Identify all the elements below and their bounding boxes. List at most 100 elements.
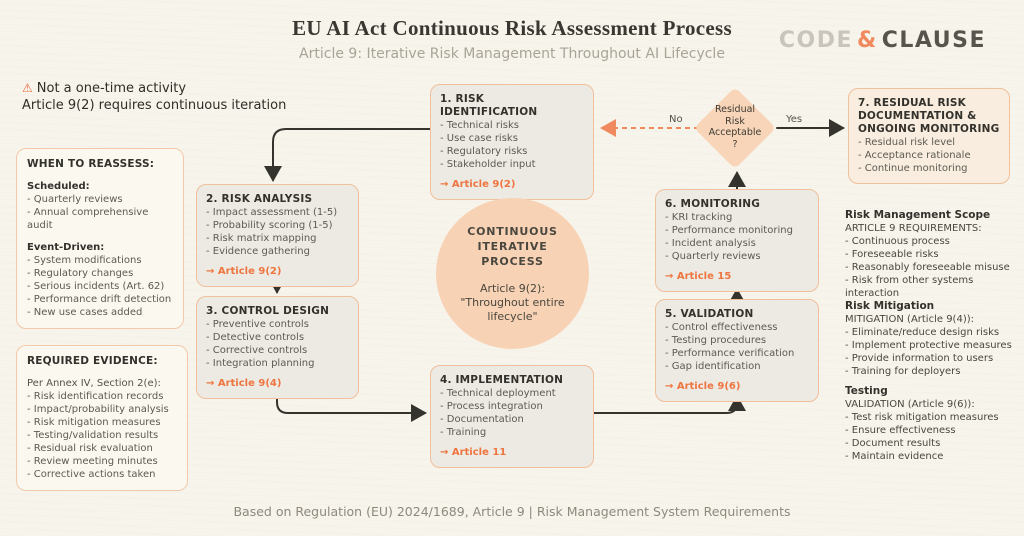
article-reference: → Article 11: [440, 447, 507, 458]
note-heading: Risk Management Scope: [845, 209, 991, 221]
flow-box-title: 7. RESIDUAL RISK DOCUMENTATION & ONGOING…: [858, 97, 1000, 135]
list-item: - Continue monitoring: [858, 163, 968, 174]
flow-box-control-design: 3. CONTROL DESIGN - Preventive controls-…: [196, 296, 359, 399]
list-item: - KRI tracking: [665, 212, 733, 223]
list-item: - Provide information to users: [845, 353, 994, 364]
list-item: - Risk identification records: [27, 391, 164, 402]
list-item: ?: [732, 138, 738, 150]
event-driven-list: - System modifications- Regulatory chang…: [27, 254, 173, 319]
logo-word-clause: CLAUSE: [881, 28, 986, 53]
list-item: - Use case risks: [440, 133, 518, 144]
decision-yes-label: Yes: [786, 114, 803, 125]
list-item: - Gap identification: [665, 361, 761, 372]
note-subheading: ARTICLE 9 REQUIREMENTS:: [845, 223, 982, 234]
list-item: - New use cases added: [27, 307, 143, 318]
list-item: - Technical deployment: [440, 388, 556, 399]
list-item: - Continuous process: [845, 236, 950, 247]
list-item: - Testing/validation results: [27, 430, 159, 441]
flow-box-risk-analysis: 2. RISK ANALYSIS - Impact assessment (1-…: [196, 184, 359, 287]
list-item: - Testing procedures: [665, 335, 767, 346]
header: EU AI Act Continuous Risk Assessment Pro…: [0, 16, 1024, 62]
warning-line-1: ⚠Not a one-time activity: [22, 80, 286, 97]
list-item: - Performance verification: [665, 348, 795, 359]
flow-box-risk-identification: 1. RISK IDENTIFICATION - Technical risks…: [430, 84, 594, 200]
note-heading: Testing: [845, 385, 888, 397]
list-item: - Document results: [845, 438, 941, 449]
list-item: - Control effectiveness: [665, 322, 778, 333]
list-item: - Serious incidents (Art. 62): [27, 281, 165, 292]
list-item: - Training for deployers: [845, 366, 961, 377]
flow-box-title: 6. MONITORING: [665, 198, 761, 210]
list-item: - Acceptance rationale: [858, 150, 971, 161]
note-risk-mitigation: Risk Mitigation MITIGATION (Article 9(4)…: [845, 300, 1020, 378]
circle-quote-line-2: "Throughout entire lifecycle": [460, 295, 565, 323]
list-item: - Annual comprehensive audit: [27, 207, 149, 231]
article-reference: → Article 15: [665, 271, 732, 282]
note-subheading: MITIGATION (Article 9(4)):: [845, 314, 974, 325]
panel-required-evidence: REQUIRED EVIDENCE: Per Annex IV, Section…: [16, 345, 188, 491]
logo-ampersand: &: [857, 28, 878, 53]
list-item: Residual: [714, 104, 756, 115]
warning-icon: ⚠: [22, 81, 33, 95]
flow-box-items: - KRI tracking- Performance monitoring- …: [665, 211, 809, 263]
list-item: - Risk from other systems interaction: [845, 275, 974, 299]
list-item: Acceptable: [708, 127, 762, 138]
list-item: - Regulatory risks: [440, 146, 528, 157]
list-item: - Corrective controls: [206, 345, 308, 356]
panel-title: WHEN TO REASSESS:: [27, 158, 155, 170]
list-item: - Risk matrix mapping: [206, 233, 317, 244]
circle-heading: CONTINUOUS ITERATIVE PROCESS: [467, 224, 558, 268]
list-item: - Review meeting minutes: [27, 456, 158, 467]
note-list: - Continuous process - Foreseeable risks -…: [845, 235, 1020, 300]
flow-box-items: - Technical risks - Use case risks - Regul…: [440, 119, 584, 171]
list-item: - Probability scoring (1-5): [206, 220, 333, 231]
list-item: - Impact assessment (1-5): [206, 207, 338, 218]
list-item: - Evidence gathering: [206, 246, 310, 257]
flow-box-title: 5. VALIDATION: [665, 308, 754, 320]
circle-quote: Article 9(2): "Throughout entire lifecyc…: [460, 282, 566, 324]
list-item: - Foreseeable risks: [845, 249, 939, 260]
event-driven-label: Event-Driven:: [27, 242, 105, 253]
list-item: - Maintain evidence: [845, 451, 944, 462]
panel-title: REQUIRED EVIDENCE:: [27, 355, 158, 367]
note-list: - Test risk mitigation measures - Ensure …: [845, 411, 1020, 463]
note-heading: Risk Mitigation: [845, 300, 935, 312]
list-item: - Detective controls: [206, 332, 305, 343]
list-item: - Implement protective measures: [845, 340, 1012, 351]
list-item: - Residual risk evaluation: [27, 443, 153, 454]
page-subtitle: Article 9: Iterative Risk Management Thr…: [299, 46, 725, 62]
list-item: - Impact/probability analysis: [27, 404, 169, 415]
decision-no-label: No: [669, 114, 683, 125]
list-item: - Corrective actions taken: [27, 469, 156, 480]
arrow-box1-to-box2: [264, 128, 431, 182]
list-item: - Eliminate/reduce design risks: [845, 327, 1000, 338]
list-item: - Integration planning: [206, 358, 315, 369]
warning-text-2: Article 9(2) requires continuous iterati…: [22, 98, 287, 113]
list-item: Risk: [725, 115, 745, 127]
list-item: - Process integration: [440, 401, 543, 412]
list-item: - Test risk mitigation measures: [845, 412, 999, 423]
evidence-intro: Per Annex IV, Section 2(e):: [27, 378, 161, 389]
flow-box-items: - Technical deployment - Process integrat…: [440, 387, 584, 439]
flow-box-monitoring: 6. MONITORING - KRI tracking- Performanc…: [655, 189, 819, 292]
continuous-process-circle: CONTINUOUS ITERATIVE PROCESS Article 9(2…: [436, 198, 589, 349]
list-item: - Performance drift detection: [27, 294, 172, 305]
code-clause-logo: CODE&CLAUSE: [779, 28, 986, 53]
list-item: - Residual risk level: [858, 137, 956, 148]
list-item: - Technical risks: [440, 120, 519, 131]
flow-box-validation: 5. VALIDATION - Control effectiveness - T…: [655, 299, 819, 402]
logo-word-code: CODE: [778, 28, 854, 53]
flow-box-items: - Control effectiveness - Testing procedu…: [665, 321, 809, 373]
note-list: - Eliminate/reduce design risks - Impleme…: [845, 326, 1020, 378]
circle-quote-line-1: Article 9(2):: [479, 281, 546, 295]
list-item: - Training: [440, 427, 487, 438]
list-item: - Ensure effectiveness: [845, 425, 956, 436]
list-item: - System modifications: [27, 255, 142, 266]
scheduled-label: Scheduled:: [27, 181, 90, 192]
flow-box-implementation: 4. IMPLEMENTATION - Technical deployment…: [430, 365, 594, 468]
warning-text-1: Not a one-time activity: [36, 81, 187, 96]
flow-box-items: - Impact assessment (1-5) - Probability s…: [206, 206, 349, 258]
page-title: EU AI Act Continuous Risk Assessment Pro…: [292, 16, 732, 40]
